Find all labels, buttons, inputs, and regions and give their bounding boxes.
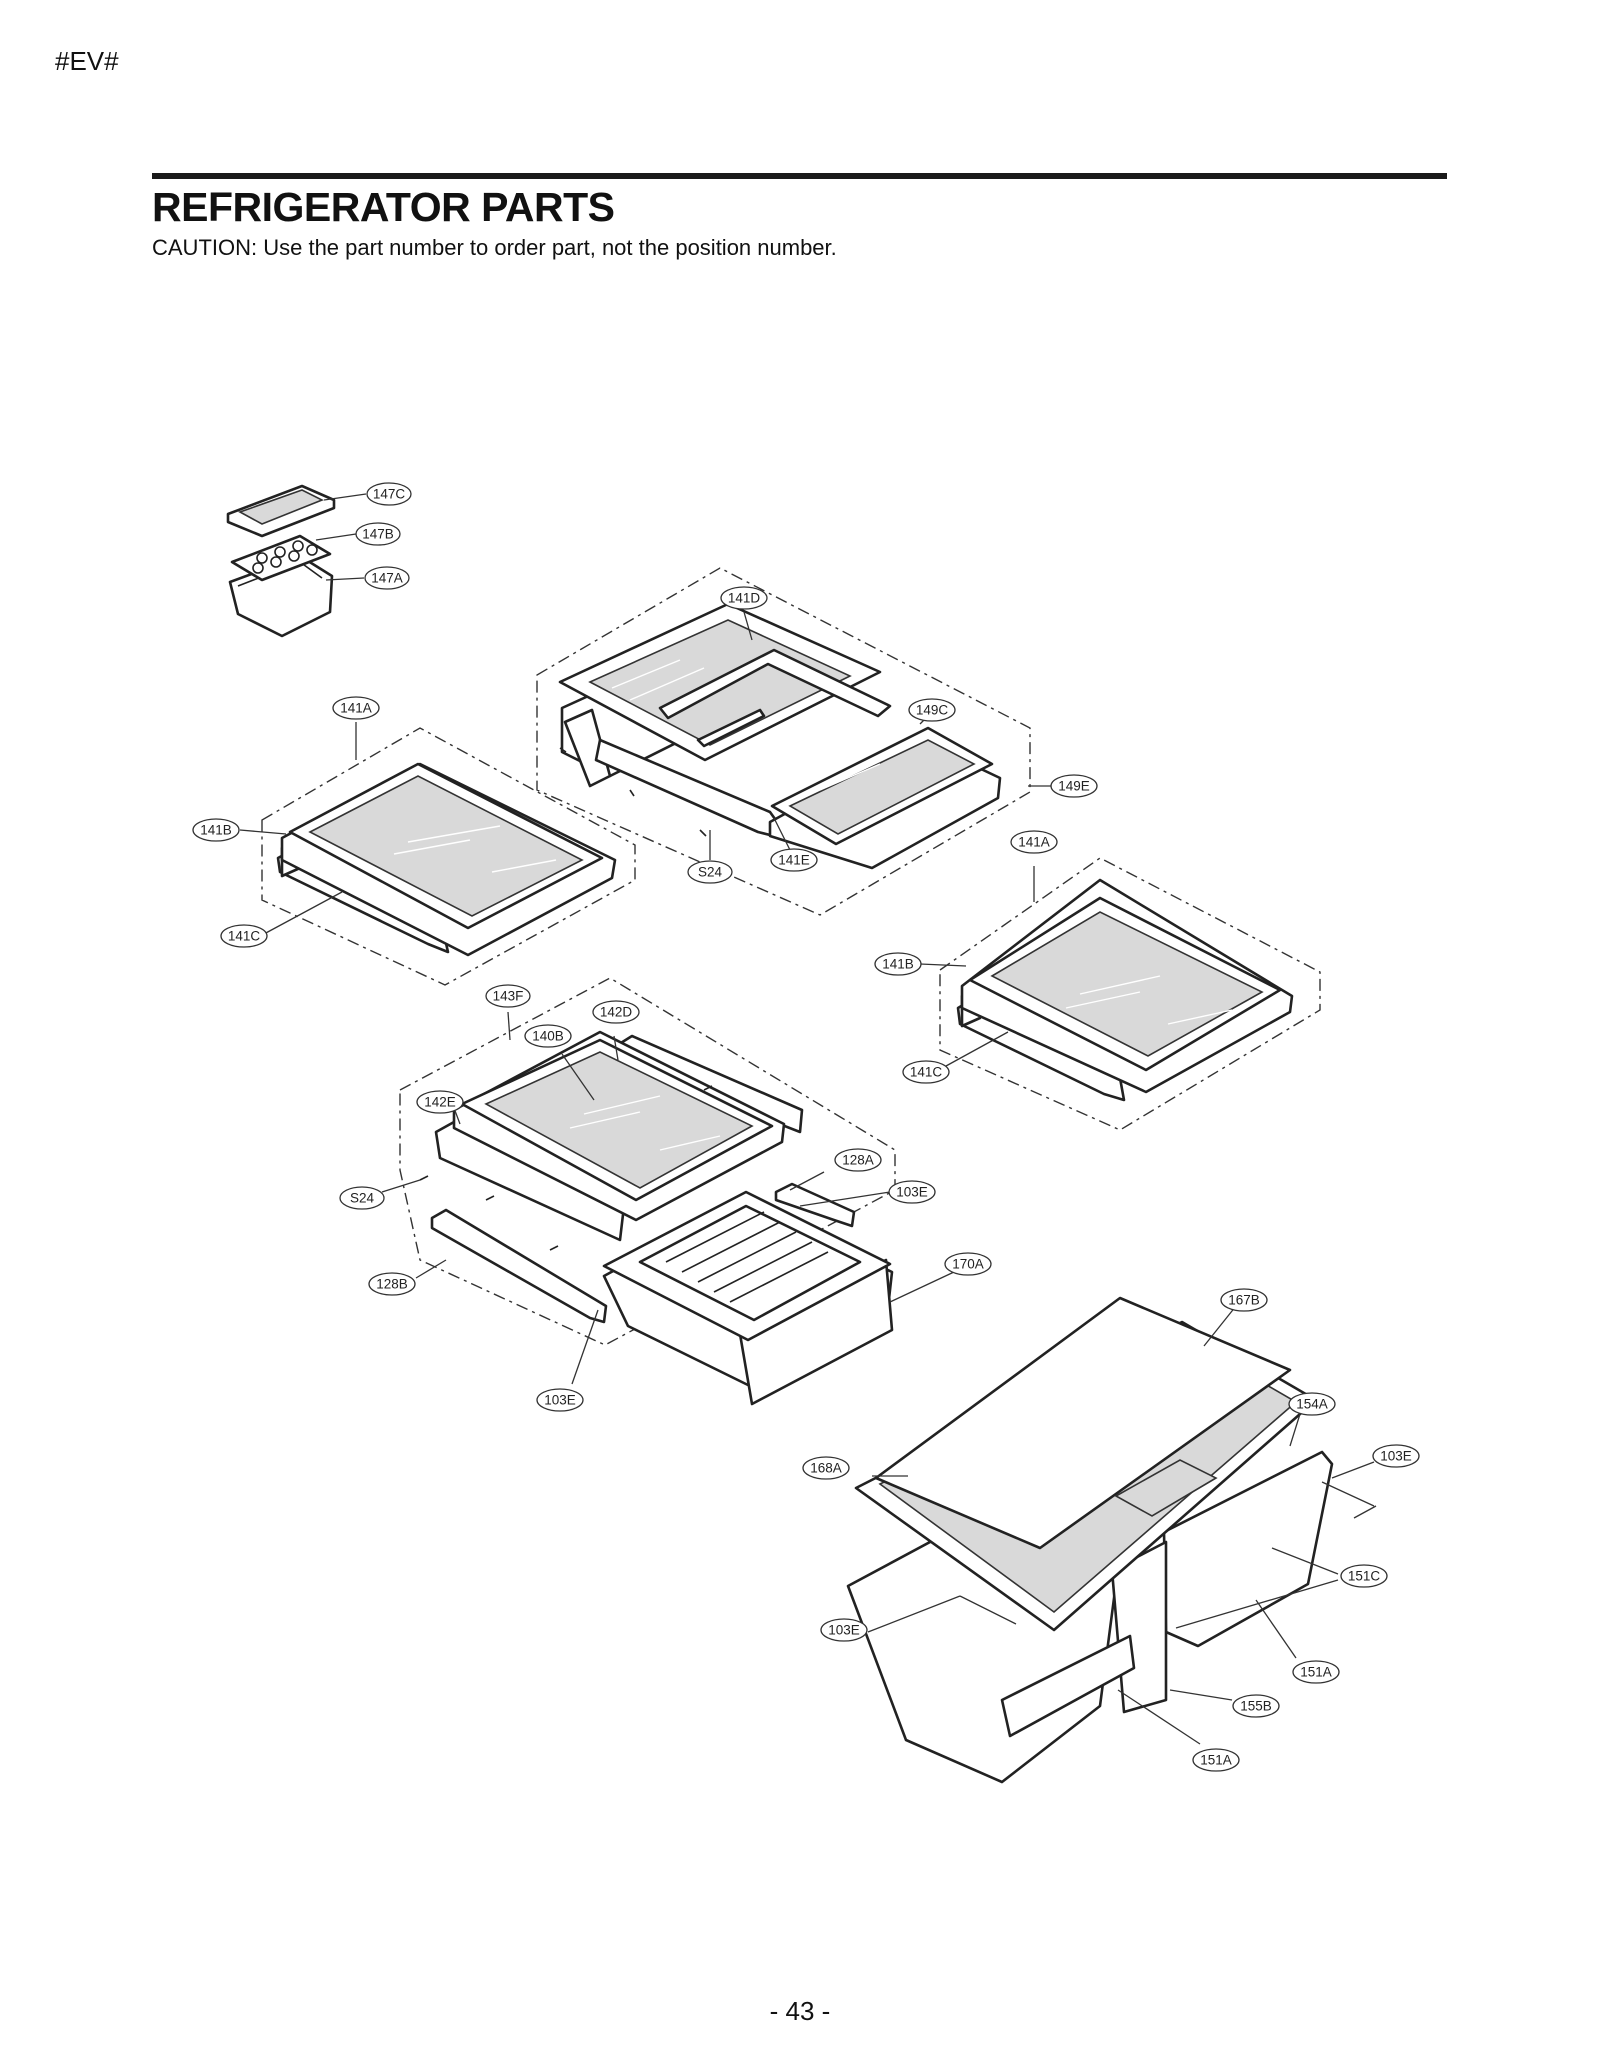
document-code: #EV#: [55, 46, 119, 76]
label-147B: 147B: [355, 522, 401, 546]
svg-text:147C: 147C: [373, 487, 406, 502]
egg-tray-assembly: [226, 484, 336, 638]
svg-text:128B: 128B: [376, 1277, 408, 1292]
label-151C: 151C: [1340, 1564, 1388, 1588]
svg-text:140B: 140B: [532, 1029, 564, 1044]
label-151A-right: 151A: [1292, 1660, 1340, 1684]
label-S24-top: S24: [687, 860, 733, 884]
crisper-bin-set: [846, 1296, 1334, 1784]
label-141D: 141D: [720, 586, 768, 610]
label-147A: 147A: [364, 566, 410, 590]
svg-text:103E: 103E: [544, 1393, 576, 1408]
svg-text:151C: 151C: [1348, 1569, 1381, 1584]
page-title: REFRIGERATOR PARTS: [152, 184, 615, 230]
label-170A: 170A: [944, 1252, 992, 1276]
label-103E-low: 103E: [536, 1388, 584, 1412]
label-168A: 168A: [802, 1456, 850, 1480]
svg-text:151A: 151A: [1200, 1753, 1232, 1768]
page-number: - 43 -: [769, 1996, 831, 2026]
caution-note: CAUTION: Use the part number to order pa…: [152, 235, 837, 260]
label-140B: 140B: [524, 1024, 572, 1048]
svg-text:149E: 149E: [1058, 779, 1090, 794]
svg-text:143F: 143F: [493, 989, 524, 1004]
svg-text:128A: 128A: [842, 1153, 874, 1168]
label-141A-right: 141A: [1010, 830, 1058, 854]
svg-text:147A: 147A: [371, 571, 403, 586]
svg-text:141C: 141C: [910, 1065, 943, 1080]
title-rule: [152, 173, 1447, 179]
svg-text:S24: S24: [350, 1191, 375, 1206]
label-142D: 142D: [592, 1000, 640, 1024]
label-143F: 143F: [485, 984, 531, 1008]
shelf-assembly-left: [261, 727, 636, 986]
svg-text:141A: 141A: [1018, 835, 1050, 850]
label-141E: 141E: [770, 848, 818, 872]
svg-text:170A: 170A: [952, 1257, 984, 1272]
svg-text:168A: 168A: [810, 1461, 842, 1476]
svg-text:167B: 167B: [1228, 1293, 1260, 1308]
label-141B-right: 141B: [874, 952, 922, 976]
shelf-assembly-right: [939, 857, 1321, 1131]
svg-text:149C: 149C: [916, 703, 949, 718]
svg-text:141C: 141C: [228, 929, 261, 944]
label-141C-left: 141C: [220, 924, 268, 948]
svg-text:142E: 142E: [424, 1095, 456, 1110]
svg-text:142D: 142D: [600, 1005, 633, 1020]
label-155B: 155B: [1232, 1694, 1280, 1718]
svg-text:155B: 155B: [1240, 1699, 1272, 1714]
label-141B-left: 141B: [192, 818, 240, 842]
crisper-drawer: [602, 1190, 894, 1406]
svg-text:103E: 103E: [896, 1185, 928, 1200]
label-103E-bottom: 103E: [820, 1618, 868, 1642]
svg-text:141D: 141D: [728, 591, 761, 606]
label-167B: 167B: [1220, 1288, 1268, 1312]
label-103E-mid: 103E: [888, 1180, 936, 1204]
label-141C-right: 141C: [902, 1060, 950, 1084]
svg-text:141B: 141B: [882, 957, 914, 972]
label-147C: 147C: [366, 482, 412, 506]
crisper-shelf-assembly: [399, 977, 896, 1346]
label-154A: 154A: [1288, 1392, 1336, 1416]
label-149E: 149E: [1050, 774, 1098, 798]
label-S24-mid: S24: [339, 1186, 385, 1210]
label-142E: 142E: [416, 1090, 464, 1114]
svg-text:S24: S24: [698, 865, 723, 880]
svg-text:103E: 103E: [1380, 1449, 1412, 1464]
svg-text:141E: 141E: [778, 853, 810, 868]
leader-lines: [239, 493, 1377, 1745]
split-shelf-assembly-top: [536, 567, 1031, 916]
svg-text:141B: 141B: [200, 823, 232, 838]
label-149C: 149C: [908, 698, 956, 722]
svg-text:141A: 141A: [340, 701, 372, 716]
svg-text:103E: 103E: [828, 1623, 860, 1638]
label-128B: 128B: [368, 1272, 416, 1296]
label-151A-bottom: 151A: [1192, 1748, 1240, 1772]
label-128A: 128A: [834, 1148, 882, 1172]
label-103E-right: 103E: [1372, 1444, 1420, 1468]
svg-text:151A: 151A: [1300, 1665, 1332, 1680]
label-141A-left: 141A: [332, 696, 380, 720]
svg-text:147B: 147B: [362, 527, 394, 542]
svg-text:154A: 154A: [1296, 1397, 1328, 1412]
